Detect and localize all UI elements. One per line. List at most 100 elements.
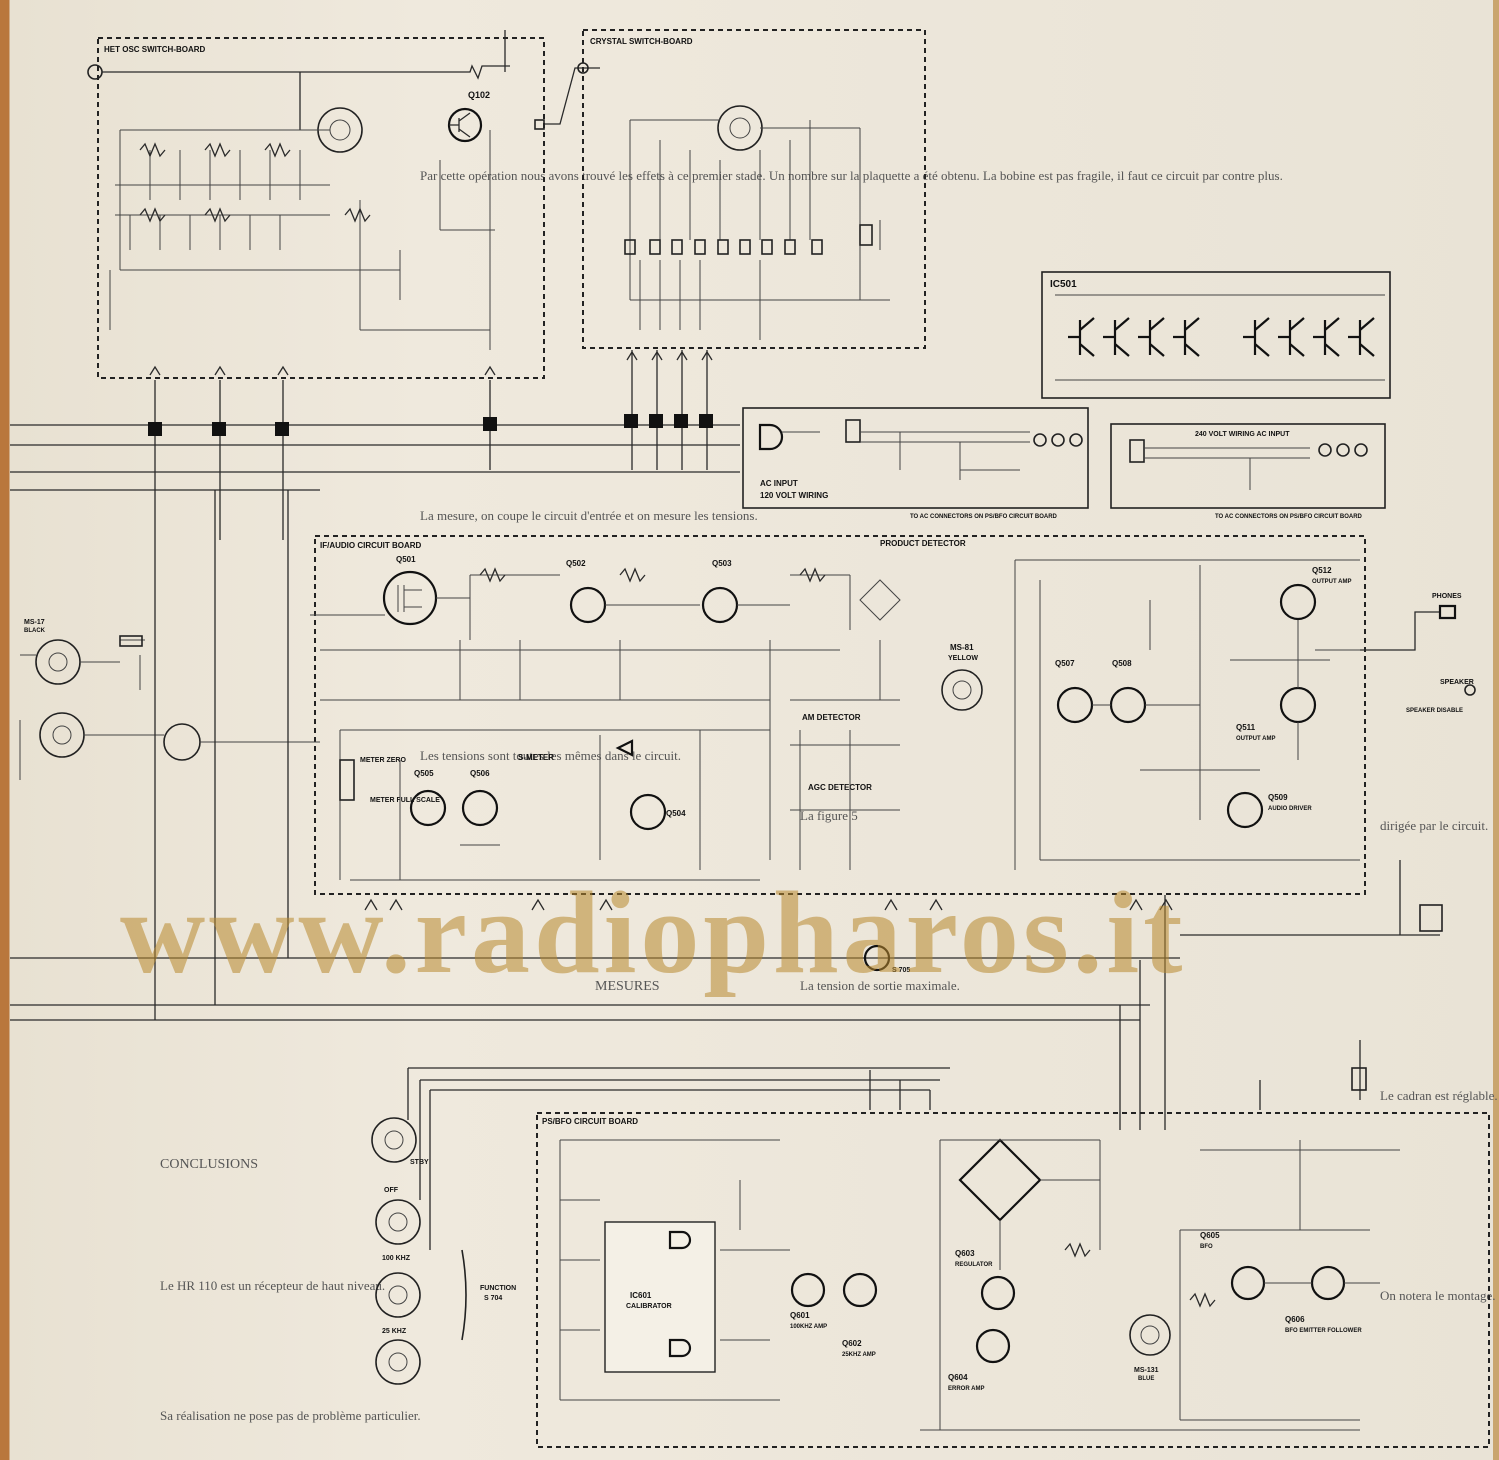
q505-transistor-icon	[409, 789, 447, 827]
q506-label: Q506	[470, 769, 490, 778]
q502-transistor-icon	[569, 586, 607, 624]
ms17-label: MS-17	[24, 619, 45, 626]
q604-label: Q604	[948, 1373, 968, 1382]
phones-jack-icon	[1438, 604, 1457, 620]
q509-transistor-icon	[1226, 791, 1264, 829]
ic601-sublabel: CALIBRATOR	[626, 1303, 672, 1310]
q504-transistor-icon	[629, 793, 667, 831]
ac-input-240-label: 240 VOLT WIRING AC INPUT	[1195, 431, 1290, 438]
het-osc-board-title: HET OSC SWITCH-BOARD	[104, 45, 206, 54]
q602-label: Q602	[842, 1339, 862, 1348]
stby-label: STBY	[410, 1159, 429, 1166]
function-ref-label: S 704	[484, 1295, 502, 1302]
q503-label: Q503	[712, 559, 732, 568]
ac-input-120v: AC INPUT 120 VOLT WIRING TO AC CONNECTOR…	[742, 407, 1089, 520]
q512-output-amp-label: OUTPUT AMP	[1312, 579, 1351, 585]
article-mid-text-2: La tension de sortie maximale.	[800, 978, 960, 993]
ac-input-120-label: AC INPUT	[760, 479, 798, 488]
meter-full-scale-label: METER FULL SCALE	[370, 797, 440, 804]
q604-transistor-icon	[975, 1328, 1011, 1364]
q506-transistor-icon	[461, 789, 499, 827]
q507-label: Q507	[1055, 659, 1075, 668]
ic501-label: IC501	[1050, 279, 1077, 290]
left-front-panel: MS-17 BLACK	[19, 614, 330, 780]
het-osc-switch-board: HET OSC SWITCH-BOARD Q102	[87, 30, 545, 379]
q502-label: Q502	[566, 559, 586, 568]
q501-mosfet-icon	[382, 570, 438, 626]
q505-label: Q505	[414, 769, 434, 778]
ms17-color-label: BLACK	[24, 628, 46, 634]
article-conclusions-text-2: Sa réalisation ne pose pas de problème p…	[160, 1408, 421, 1423]
ac-240-destination-label: TO AC CONNECTORS ON PS/BFO CIRCUIT BOARD	[1215, 514, 1363, 520]
article-conclusions-text-1: Le HR 110 est un récepteur de haut nivea…	[160, 1278, 385, 1293]
ms81-label: MS-81	[950, 643, 974, 652]
s705-label: S 705	[892, 967, 910, 974]
ms131-label: MS-131	[1134, 1367, 1159, 1374]
interboard-connector-strip	[10, 350, 740, 540]
s705-control-icon	[863, 944, 891, 972]
q511-output-amp-label: OUTPUT AMP	[1236, 736, 1275, 742]
ps-bfo-board-title: PS/BFO CIRCUIT BOARD	[542, 1117, 638, 1126]
if-audio-circuit-board: IF/AUDIO CIRCUIT BOARD PRODUCT DETECTOR …	[314, 535, 1476, 895]
stby-wafer	[371, 1117, 417, 1163]
article-mid-heading: MESURES	[595, 979, 660, 994]
ic501-block: IC501	[1041, 271, 1391, 399]
ic601-chip	[604, 1221, 716, 1373]
off-wafer	[375, 1199, 421, 1245]
ac-input-240v: 240 VOLT WIRING AC INPUT TO AC CONNECTOR…	[1110, 423, 1386, 520]
q512-label: Q512	[1312, 566, 1332, 575]
q601-transistor-icon	[790, 1272, 826, 1308]
mode-selector-switch	[941, 669, 983, 711]
if-audio-board-title: IF/AUDIO CIRCUIT BOARD	[320, 541, 422, 550]
ms131-switch	[1129, 1314, 1171, 1356]
article-right-text-1: dirigée par le circuit.	[1380, 818, 1488, 833]
25khz-wafer	[375, 1339, 421, 1385]
q605-function-label: BFO	[1200, 1244, 1213, 1250]
article-left-text-2: La mesure, on coupe le circuit d'entrée …	[420, 508, 758, 523]
crystal-board-title: CRYSTAL SWITCH-BOARD	[590, 37, 693, 46]
phones-label: PHONES	[1432, 593, 1462, 600]
crystal-switch-board: CRYSTAL SWITCH-BOARD	[545, 29, 926, 349]
function-label: FUNCTION	[480, 1285, 516, 1292]
q606-function-label: BFO EMITTER FOLLOWER	[1285, 1328, 1362, 1334]
q508-transistor-icon	[1109, 686, 1147, 724]
q507-transistor-icon	[1056, 686, 1094, 724]
article-right-text-3: On notera le montage.	[1380, 1288, 1496, 1303]
agc-detector-label: AGC DETECTOR	[808, 783, 872, 792]
q605-label: Q605	[1200, 1231, 1220, 1240]
speaker-label: SPEAKER	[1440, 679, 1474, 686]
diode-icon	[615, 739, 634, 757]
potentiometer-icon	[163, 723, 201, 761]
q102-label: Q102	[468, 90, 490, 100]
q601-label: Q601	[790, 1311, 810, 1320]
bridge-rectifier-icon	[958, 1138, 1042, 1222]
q606-label: Q606	[1285, 1315, 1305, 1324]
ms17-rotary-switch	[35, 639, 81, 685]
ic601-label: IC601	[630, 1291, 652, 1300]
product-detector-label: PRODUCT DETECTOR	[880, 539, 966, 548]
q606-transistor-icon	[1310, 1265, 1346, 1301]
article-left-text-1: Par cette opération nous avons trouvé le…	[420, 168, 1283, 183]
q509-label: Q509	[1268, 793, 1288, 802]
article-background-text: Par cette opération nous avons trouvé le…	[160, 168, 1498, 1423]
q605-transistor-icon	[1230, 1265, 1266, 1301]
crystal-selector-switch	[717, 105, 763, 151]
article-left-text-3: Les tensions sont toutes les mêmes dans …	[420, 748, 681, 763]
ms131-rotary-switch	[39, 712, 85, 758]
ms131-color-label: BLUE	[1138, 1376, 1154, 1382]
q501-label: Q501	[396, 555, 416, 564]
article-conclusions-heading: CONCLUSIONS	[160, 1157, 258, 1172]
sheet-edge	[1493, 0, 1499, 1460]
ac-input-120-sublabel: 120 VOLT WIRING	[760, 491, 828, 500]
speaker-disable-label: SPEAKER DISABLE	[1406, 708, 1463, 714]
off-label: OFF	[384, 1187, 399, 1194]
ac-120-destination-label: TO AC CONNECTORS ON PS/BFO CIRCUIT BOARD	[910, 514, 1058, 520]
speaker-terminal-icon	[1464, 684, 1476, 696]
article-mid-text-1: La figure 5	[800, 808, 858, 823]
s-meter-label: S-METER	[518, 753, 554, 762]
q603-function-label: REGULATOR	[955, 1262, 993, 1268]
q509-audio-driver-label: AUDIO DRIVER	[1268, 806, 1312, 812]
q601-function-label: 100KHZ AMP	[790, 1324, 827, 1330]
